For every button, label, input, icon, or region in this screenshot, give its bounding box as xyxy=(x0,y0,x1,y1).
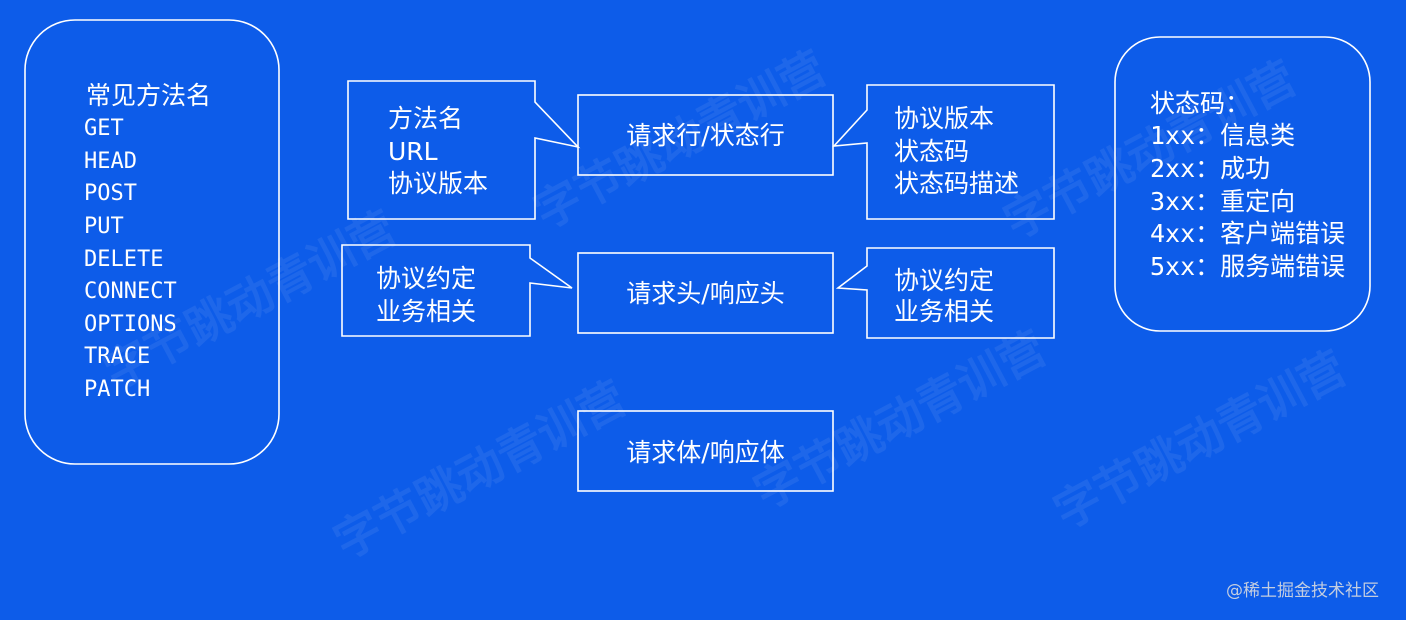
headers-response-callout: 协议约定 业务相关 xyxy=(835,247,1055,339)
start-line-border xyxy=(577,94,834,176)
callout-line: 状态码 xyxy=(894,137,969,166)
method-item: POST xyxy=(84,181,137,206)
status-panel: 状态码： 1xx：信息类 2xx：成功 3xx：重定向 4xx：客户端错误 5x… xyxy=(1114,36,1371,332)
callout-line: 协议约定 xyxy=(376,264,476,293)
callout-line: 协议版本 xyxy=(894,104,994,133)
method-item: OPTIONS xyxy=(84,312,177,337)
callout-border xyxy=(832,84,1055,220)
headers-border xyxy=(577,252,834,334)
source-credit: @稀土掘金技术社区 xyxy=(1226,581,1379,601)
callout-line: 状态码描述 xyxy=(894,169,1019,198)
callout-border xyxy=(347,80,581,220)
callout-border xyxy=(835,247,1055,339)
headers-request-callout: 协议约定 业务相关 xyxy=(341,244,573,337)
method-item: PUT xyxy=(84,214,124,239)
headers-box: 请求头/响应头 xyxy=(577,252,834,334)
headers-label: 请求头/响应头 xyxy=(626,279,784,308)
start-line-label: 请求行/状态行 xyxy=(626,121,784,150)
method-item: GET xyxy=(84,116,124,141)
callout-line: URL xyxy=(388,137,438,166)
body-label: 请求体/响应体 xyxy=(626,438,784,467)
body-box: 请求体/响应体 xyxy=(577,410,834,492)
method-item: CONNECT xyxy=(84,279,177,304)
callout-border xyxy=(341,244,573,337)
method-item: DELETE xyxy=(84,247,163,272)
body-border xyxy=(577,410,834,492)
start-line-request-callout: 方法名 URL 协议版本 xyxy=(347,80,581,220)
status-code-item: 1xx：信息类 xyxy=(1150,121,1295,150)
status-code-item: 4xx：客户端错误 xyxy=(1150,219,1345,248)
watermark-text: 字节跳动青训营 xyxy=(1045,341,1355,540)
callout-line: 协议约定 xyxy=(894,266,994,295)
status-panel-border xyxy=(1114,36,1371,332)
method-item: TRACE xyxy=(84,344,150,369)
method-item: PATCH xyxy=(84,377,150,402)
watermark-text: 字节跳动青训营 xyxy=(325,371,635,570)
callout-line: 业务相关 xyxy=(376,297,476,326)
status-panel-title: 状态码： xyxy=(1150,89,1250,118)
method-item: HEAD xyxy=(84,149,137,174)
callout-line: 协议版本 xyxy=(388,169,488,198)
status-code-item: 5xx：服务端错误 xyxy=(1150,252,1345,281)
status-code-item: 2xx：成功 xyxy=(1150,154,1270,183)
callout-line: 方法名 xyxy=(388,104,463,133)
watermark-text: 字节跳动青训营 xyxy=(745,321,1055,520)
start-line-response-callout: 协议版本 状态码 状态码描述 xyxy=(832,84,1055,220)
method-panel-border xyxy=(24,19,280,465)
status-code-item: 3xx：重定向 xyxy=(1150,187,1295,216)
method-panel-title: 常见方法名 xyxy=(86,81,211,110)
method-panel: 常见方法名 GET HEAD POST PUT DELETE CONNECT O… xyxy=(24,19,280,465)
callout-line: 业务相关 xyxy=(894,297,994,326)
start-line-box: 请求行/状态行 xyxy=(577,94,834,176)
